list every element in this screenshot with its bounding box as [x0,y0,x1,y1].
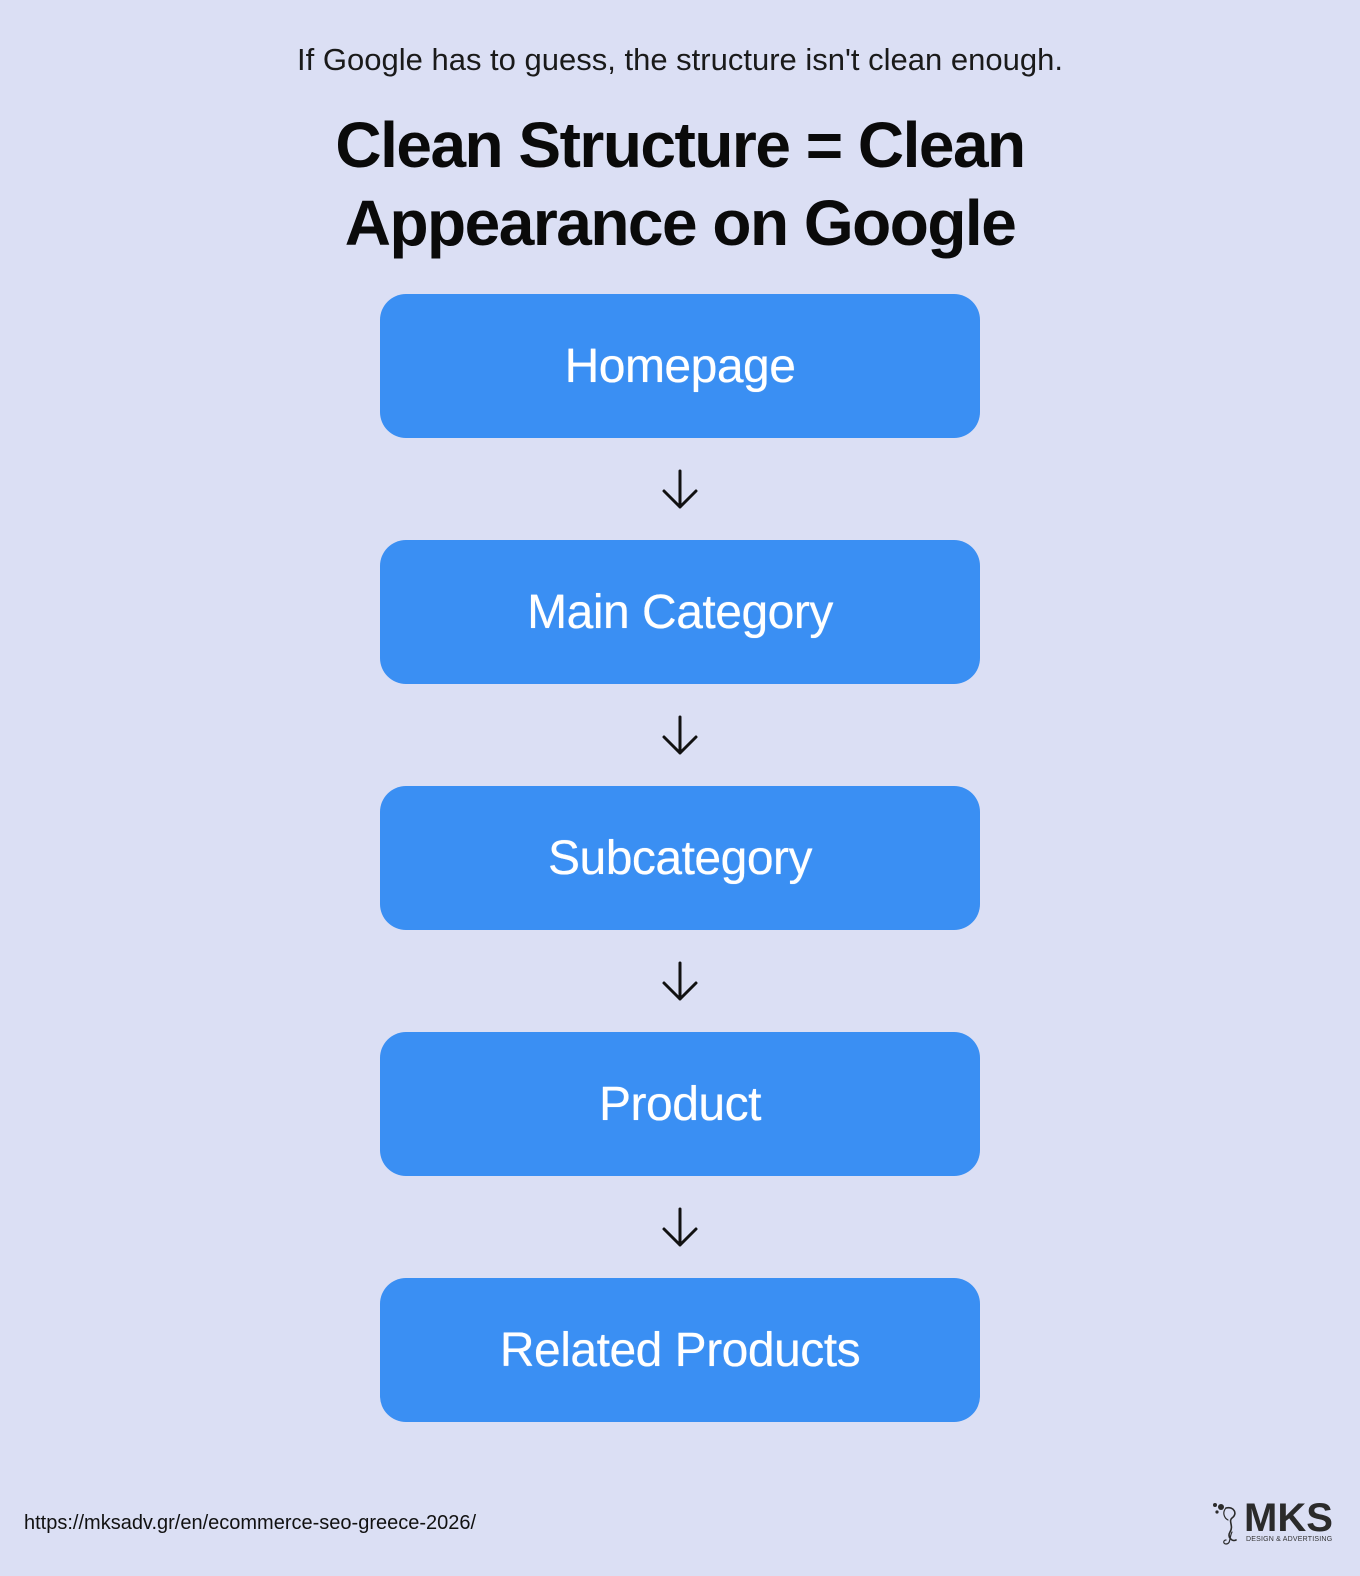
step-label: Homepage [564,339,796,393]
step-main-category: Main Category [380,540,980,684]
step-related-products: Related Products [380,1278,980,1422]
subtitle: If Google has to guess, the structure is… [297,42,1063,77]
step-label: Subcategory [547,831,813,885]
hierarchy-flow: Homepage Main Category Subcategory Produ… [380,294,980,1422]
step-label: Product [599,1077,761,1131]
logo-text: MKS [1244,1496,1333,1540]
arrow-down-icon [380,1176,980,1278]
brand-logo: MKS DESIGN & ADVERTISING [1212,1496,1340,1550]
step-homepage: Homepage [380,294,980,438]
step-label: Main Category [527,585,833,639]
step-subcategory: Subcategory [380,786,980,930]
logo-subtext: DESIGN & ADVERTISING [1246,1536,1333,1543]
step-product: Product [380,1032,980,1176]
seahorse-icon [1213,1503,1237,1545]
arrow-down-icon [380,684,980,786]
arrow-down-icon [380,930,980,1032]
step-label: Related Products [499,1323,861,1377]
source-url: https://mksadv.gr/en/ecommerce-seo-greec… [24,1512,477,1534]
page-title: Clean Structure = Clean Appearance on Go… [335,109,1026,259]
arrow-down-icon [380,438,980,540]
